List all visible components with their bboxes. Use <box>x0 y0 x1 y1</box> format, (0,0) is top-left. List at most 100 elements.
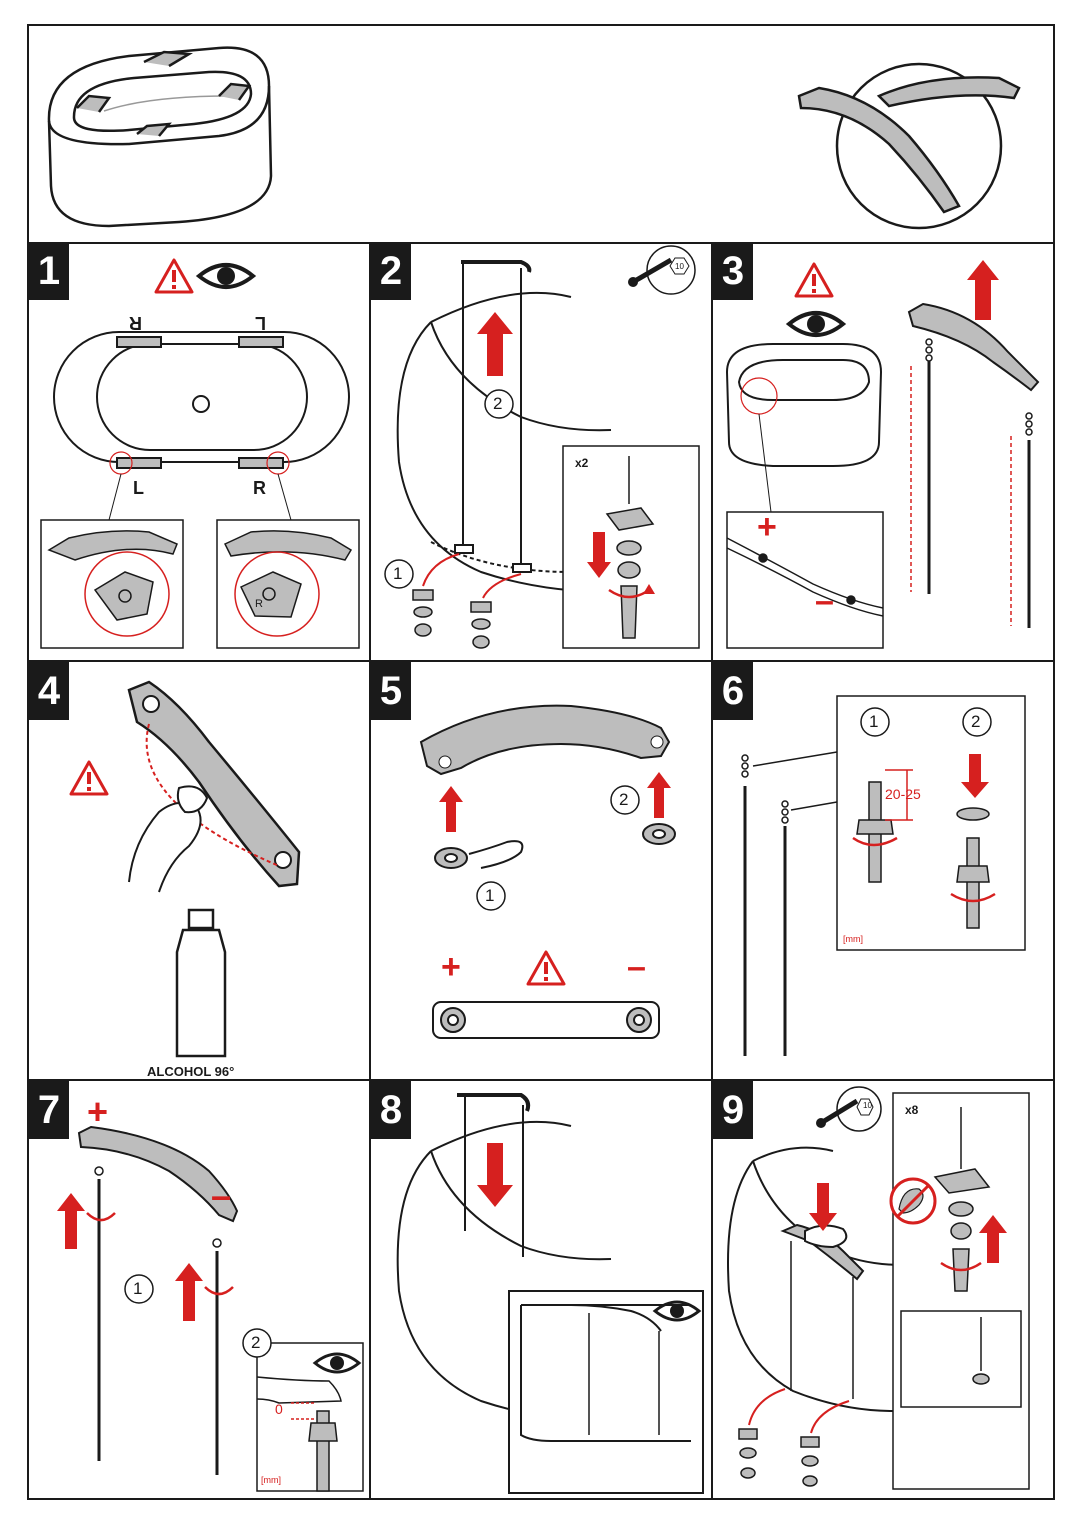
hardware-stack-1 <box>412 589 492 649</box>
overview-row <box>29 26 1055 244</box>
step-number: 3 <box>713 242 753 300</box>
step-number: 2 <box>371 242 411 300</box>
handle-drawing <box>419 704 671 776</box>
handle-drawing <box>77 1125 239 1223</box>
hardware-stack <box>738 1428 820 1487</box>
handle-drawing <box>907 302 1040 392</box>
wrench-size: 10 <box>863 1101 872 1110</box>
step-6-illustration <box>741 695 1026 1056</box>
step-number: 8 <box>371 1081 411 1139</box>
count-label: x8 <box>905 1103 919 1117</box>
label-top-left: R <box>129 313 142 333</box>
callout-1: 1 <box>485 886 495 905</box>
callout-2-icon <box>962 707 992 737</box>
unit-label: [mm] <box>261 1475 281 1485</box>
step-4-panel: 4 <box>29 662 371 1081</box>
handle-zoom-drawing <box>797 62 1021 230</box>
strong-arm-icon <box>889 1177 937 1225</box>
detail-box <box>726 511 884 649</box>
callout-2-icon <box>242 1328 272 1358</box>
connection-arrows <box>422 553 522 599</box>
plus-label: + <box>87 1091 109 1132</box>
wipe-path <box>145 723 280 867</box>
rotate-icon <box>852 836 996 903</box>
arrow-up-icon <box>439 772 671 832</box>
right-detail-box <box>216 519 360 649</box>
long-rod-drawing <box>94 1166 104 1461</box>
arrow-up-icon <box>967 260 999 320</box>
step-3-panel: 3 <box>713 242 1055 662</box>
step-2-illustration <box>384 245 700 649</box>
step-8-panel: 8 <box>371 1081 713 1500</box>
unit-label: [mm] <box>843 934 863 944</box>
inset-detail-box <box>562 445 700 649</box>
dimension-label: 0 <box>275 1401 283 1417</box>
step-2-panel: 2 <box>371 242 713 662</box>
handle-with-hand-drawing <box>780 1223 865 1399</box>
warning-icon <box>69 760 109 796</box>
eye-icon <box>785 311 847 337</box>
dimension-marker <box>885 769 913 821</box>
callout-1: 1 <box>869 712 879 731</box>
short-rod-drawing <box>781 800 789 1056</box>
step-6-panel: 6 <box>713 662 1055 1081</box>
wrench-10-icon <box>816 1086 882 1132</box>
inset-detail-box <box>256 1342 364 1492</box>
minus-label-detail: – <box>815 582 834 620</box>
inset-detail-box <box>892 1092 1030 1490</box>
label-detail-right: R <box>255 598 263 610</box>
callout-2: 2 <box>251 1333 261 1352</box>
dimension-label: 20-25 <box>885 786 921 802</box>
label-top-right: L <box>255 313 266 333</box>
step-1-illustration <box>40 258 360 649</box>
arrow-up-icon <box>979 1215 1007 1263</box>
warning-icon <box>794 262 834 298</box>
callout-2: 2 <box>971 712 981 731</box>
label-bottom-right: R <box>253 478 266 498</box>
step-4-illustration <box>69 680 301 1058</box>
callout-1-icon <box>476 881 506 911</box>
tub-side-drawing <box>396 260 612 593</box>
callout-2-icon <box>484 389 514 419</box>
wrench-10-icon <box>628 245 696 295</box>
arrow-down-icon <box>587 532 611 578</box>
instruction-sheet: 1 <box>27 24 1055 1500</box>
tub-top-view <box>53 331 350 521</box>
pad-with-hand-drawing <box>434 823 676 869</box>
tub-side-drawing <box>727 1146 904 1412</box>
callout-2: 2 <box>493 394 503 413</box>
step-number: 6 <box>713 662 753 720</box>
overview-illustration <box>47 46 1021 230</box>
step-number: 7 <box>29 1081 69 1139</box>
step-3-illustration <box>725 260 1040 649</box>
step-number: 5 <box>371 662 411 720</box>
alcohol-label: ALCOHOL 96° <box>147 1064 235 1079</box>
eye-icon <box>195 263 257 289</box>
label-bottom-left: L <box>133 478 144 498</box>
step-5-illustration <box>419 704 676 1039</box>
plus-label: + <box>441 948 461 986</box>
step-1-panel: 1 <box>29 242 371 662</box>
handle-underside-drawing <box>127 680 301 888</box>
step-7-illustration <box>57 1125 364 1492</box>
callout-1-icon <box>860 707 890 737</box>
long-rod-drawing <box>741 754 749 1056</box>
eye-icon <box>652 1300 702 1322</box>
count-label: x2 <box>575 456 589 470</box>
rotate-icon <box>608 584 655 599</box>
step-number: 4 <box>29 662 69 720</box>
short-rod-drawing <box>1025 412 1033 628</box>
hand-with-cloth-drawing <box>128 785 209 893</box>
minus-label: – <box>211 1175 232 1216</box>
left-detail-box <box>40 519 184 649</box>
arrow-down-icon <box>961 754 989 798</box>
rotate-icon <box>940 1261 982 1272</box>
bathtub-drawing <box>47 46 273 228</box>
connection-arrows <box>748 1388 850 1434</box>
callout-1: 1 <box>393 564 403 583</box>
plus-label-detail: + <box>757 508 777 546</box>
warning-icon <box>526 950 566 986</box>
step-number: 1 <box>29 242 69 300</box>
eye-icon <box>312 1352 362 1374</box>
dimension-marker <box>291 1402 315 1420</box>
